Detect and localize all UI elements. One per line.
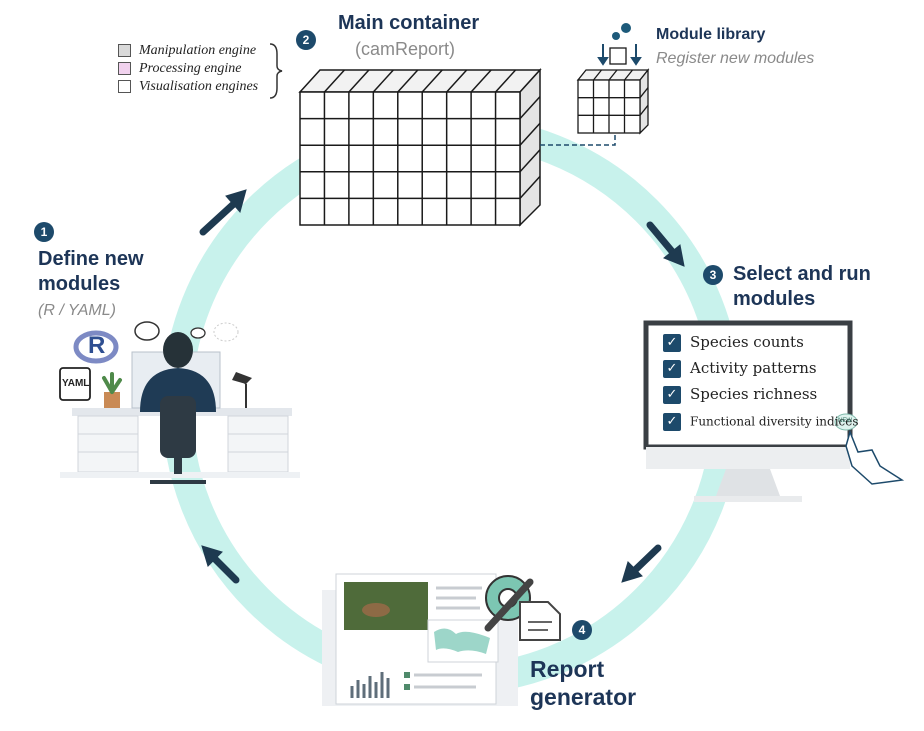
r-logo-icon xyxy=(73,330,119,364)
legend-item-processing: Processing engine xyxy=(118,61,242,77)
report-illustration xyxy=(322,573,518,706)
step-2-badge: 2 xyxy=(296,30,316,50)
arrow-up-left-icon xyxy=(201,545,240,584)
define-modules-subtitle: (R / YAML) xyxy=(38,302,116,319)
down-arrows-icon xyxy=(597,44,642,66)
define-modules-title-1: Define new xyxy=(38,248,144,270)
arrow-down-right-icon xyxy=(646,221,685,267)
checkbox-checked-icon[interactable]: ✓ xyxy=(663,360,681,378)
desk-illustration xyxy=(60,321,300,484)
legend-swatch xyxy=(118,80,131,94)
module-item-functional-diversity[interactable]: ✓Functional diversity indices xyxy=(663,413,859,431)
report-generator-title-1: Report xyxy=(530,656,605,682)
monitor-illustration xyxy=(643,320,905,502)
module-library-title: Module library xyxy=(656,26,766,43)
main-container-subtitle: (camReport) xyxy=(355,39,456,59)
main-container-cube xyxy=(298,68,542,227)
legend-item-manipulation: Manipulation engine xyxy=(118,43,256,59)
step-4-badge: 4 xyxy=(572,620,592,640)
checkbox-checked-icon[interactable]: ✓ xyxy=(663,334,681,352)
module-library-cube xyxy=(576,47,650,135)
arrow-up-right-icon xyxy=(199,189,247,236)
main-container-title: Main container xyxy=(338,12,480,34)
checkbox-checked-icon[interactable]: ✓ xyxy=(663,413,681,431)
define-modules-title-2: modules xyxy=(38,273,121,295)
r-logo-label: R xyxy=(88,332,106,359)
report-generator-title-2: generator xyxy=(530,684,637,710)
step-3-badge: 3 xyxy=(703,265,723,285)
document-icon xyxy=(519,601,561,641)
select-run-title-1: Select and run xyxy=(733,263,871,285)
legend-swatch xyxy=(118,62,131,76)
select-run-title-2: modules xyxy=(733,288,816,310)
checkbox-checked-icon[interactable]: ✓ xyxy=(663,386,681,404)
module-library-subtitle: Register new modules xyxy=(656,50,815,67)
link-dashed xyxy=(540,133,616,146)
module-item-activity-patterns[interactable]: ✓Activity patterns xyxy=(663,359,817,378)
yaml-file-icon xyxy=(59,367,91,401)
new-badge: NEW xyxy=(838,418,852,424)
legend-swatch xyxy=(118,44,131,58)
yaml-label: YAML xyxy=(62,378,90,389)
arrow-down-left-icon xyxy=(621,544,662,583)
module-item-species-counts[interactable]: ✓Species counts xyxy=(663,333,804,352)
step-1-badge: 1 xyxy=(34,222,54,242)
legend-item-visualisation: Visualisation engines xyxy=(118,79,258,95)
module-item-species-richness[interactable]: ✓Species richness xyxy=(663,385,817,404)
legend-bracket xyxy=(269,43,283,99)
gear-icon xyxy=(612,23,631,40)
